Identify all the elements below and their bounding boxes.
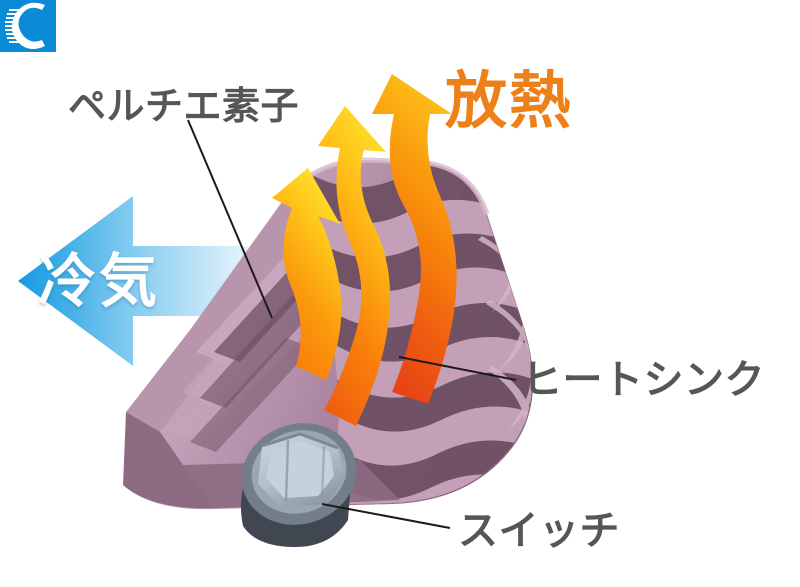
label-peltier: ペルチエ素子 bbox=[68, 84, 300, 128]
brand-logo[interactable] bbox=[0, 0, 56, 52]
heat-arrow-right bbox=[372, 74, 457, 404]
leader-line-switch bbox=[321, 503, 451, 529]
logo-c-icon bbox=[5, 2, 45, 50]
label-cold-air: 冷気 bbox=[38, 247, 161, 315]
label-heatsink: ヒートシンク bbox=[522, 357, 765, 403]
switch-button[interactable] bbox=[228, 409, 369, 548]
heat-arrow-left bbox=[272, 168, 342, 380]
leader-lines bbox=[187, 119, 517, 529]
leader-line-heatsink bbox=[398, 356, 517, 381]
cold-air-arrow bbox=[18, 196, 302, 366]
label-radiate: 放熱 bbox=[445, 64, 574, 137]
heat-arrow-center bbox=[318, 106, 391, 426]
label-switch: スイッチ bbox=[458, 508, 620, 554]
leader-line-peltier bbox=[187, 119, 273, 319]
